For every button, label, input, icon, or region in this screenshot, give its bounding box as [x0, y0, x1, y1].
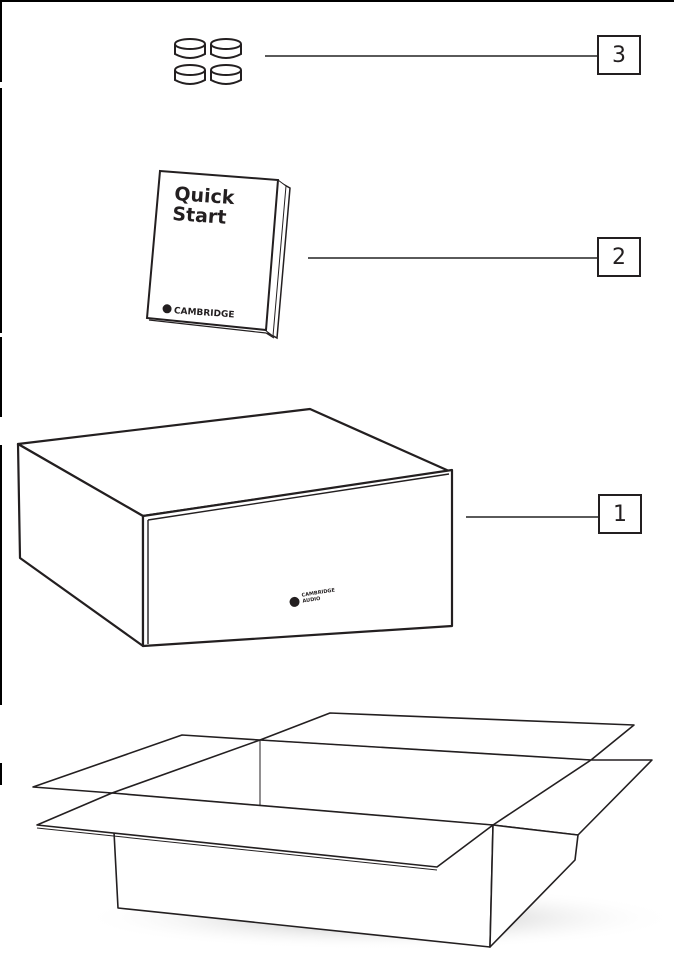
callout-number: 2: [612, 244, 626, 270]
feet-icon: [174, 38, 242, 85]
booklet-brand: CAMBRIDGE: [174, 306, 235, 320]
frame-left-border: [0, 445, 2, 705]
frame-top-border: [0, 0, 674, 2]
unit-brand-line2: AUDIO: [302, 596, 321, 605]
main-unit-illustration: [16, 407, 454, 648]
callout-number: 1: [613, 501, 627, 527]
callout-number: 3: [612, 42, 626, 68]
quick-start-booklet-icon: [145, 169, 291, 340]
frame-left-border: [0, 337, 2, 417]
frame-left-border: [0, 88, 2, 333]
callout-3: 3: [597, 35, 641, 75]
callout-1: 1: [598, 494, 642, 534]
shipping-carton-illustration: [32, 712, 674, 950]
callout-2: 2: [597, 237, 641, 277]
leader-line-2: [308, 257, 598, 259]
leader-line-3: [265, 55, 597, 57]
booklet-title-line1: Quick: [174, 183, 236, 209]
frame-left-border: [0, 0, 2, 82]
leader-line-1: [466, 516, 598, 518]
unit-brand-line1: CAMBRIDGE: [301, 587, 336, 598]
booklet-title-line2: Start: [172, 203, 227, 229]
frame-left-border: [0, 763, 2, 785]
brand-logo-icon: [162, 304, 172, 314]
unit-brand-logo-icon: [289, 596, 300, 607]
